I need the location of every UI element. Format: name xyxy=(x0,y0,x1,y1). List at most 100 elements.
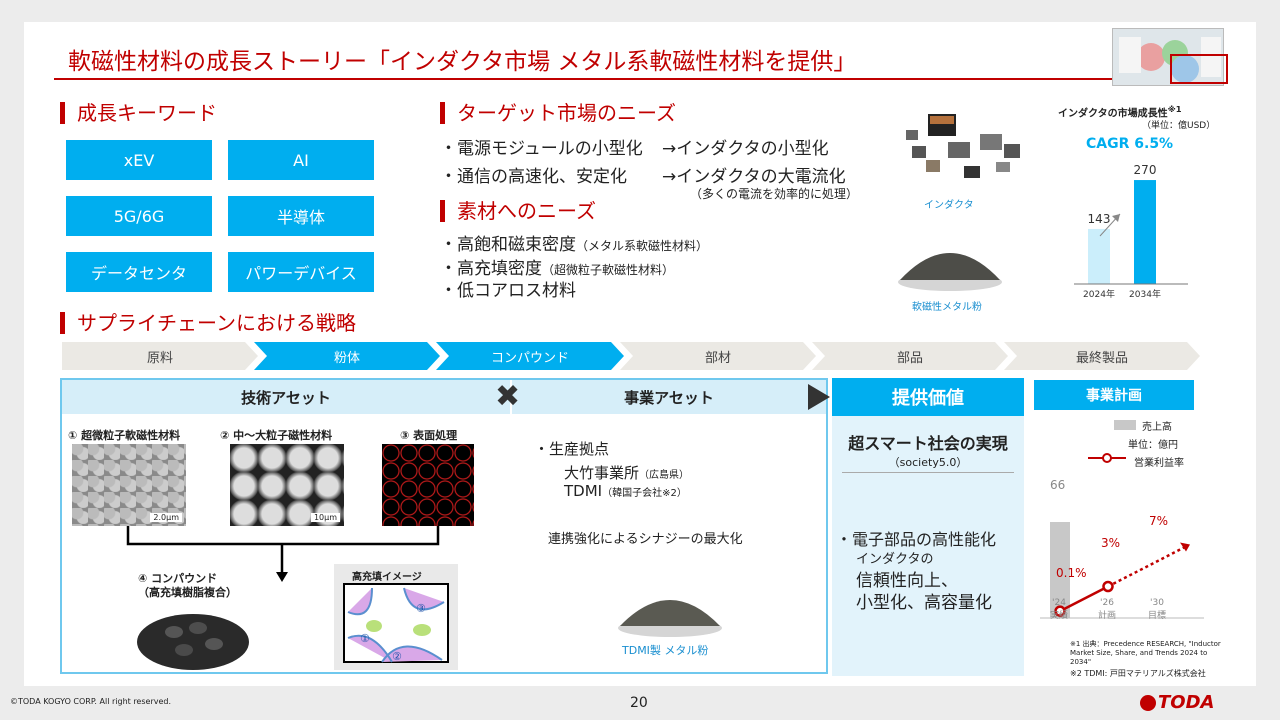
scale-bar: 2.0μm xyxy=(150,513,182,522)
cross-icon: ✖ xyxy=(495,379,521,414)
margin-label: 3% xyxy=(1101,536,1121,550)
slide: 軟磁性材料の成長ストーリー「インダクタ市場 メタル系軟磁性材料を提供」 成長キー… xyxy=(24,22,1256,686)
keyword-tile: AI xyxy=(228,140,374,180)
business-item-heading: ・生産拠点 xyxy=(534,440,610,458)
chain-step-raw: 原料 xyxy=(62,342,258,370)
synergy-text: 連携強化によるシナジーの最大化 xyxy=(548,532,743,547)
chain-step-material: 部材 xyxy=(620,342,816,370)
market-bar xyxy=(1088,228,1110,284)
business-asset-header: 事業アセット xyxy=(512,380,826,414)
value-panel xyxy=(832,378,1024,676)
market-chart-title: インダクタの市場成長性※1 xyxy=(1058,104,1182,120)
tdmi-powder-photo xyxy=(618,600,722,637)
margin-line-forecast xyxy=(1107,545,1187,588)
flow-connector xyxy=(126,526,440,582)
value-item: インダクタの xyxy=(856,552,934,567)
legend-sales-swatch xyxy=(1114,420,1136,430)
market-chart-unit: （単位：億USD） xyxy=(1142,121,1216,131)
inductor-photo xyxy=(906,114,1020,178)
logo-text: TODA xyxy=(1158,692,1215,713)
market-x-tick: 2034年 xyxy=(1129,288,1161,300)
section-growth-keywords: 成長キーワード xyxy=(60,102,217,124)
powder-caption: 軟磁性メタル粉 xyxy=(912,302,982,313)
need-text: →インダクタの大電流化 xyxy=(662,167,846,187)
market-growth-chart: 143 2024年 270 2034年 xyxy=(1074,163,1188,300)
need-text: ・電源モジュールの小型化 xyxy=(440,139,643,159)
business-plan-chart xyxy=(1040,522,1204,619)
market-bar-value: 270 xyxy=(1134,163,1157,177)
toda-logo: TODA xyxy=(1140,692,1214,713)
legend-sales: 売上高 xyxy=(1142,422,1172,433)
material-need: ・高充填密度（超微粒子軟磁性材料） xyxy=(440,259,675,279)
value-subtitle: （society5.0） xyxy=(888,456,968,469)
material-need: ・低コアロス材料 xyxy=(440,281,576,301)
value-title: 超スマート社会の実現 xyxy=(848,434,1008,453)
title-underline xyxy=(54,78,1224,80)
filling-diagram xyxy=(343,583,449,663)
chain-step-final: 最終製品 xyxy=(1004,342,1200,370)
section-market-needs: ターゲット市場のニーズ xyxy=(440,102,676,124)
compound-sub: （高充填樹脂複合） xyxy=(138,586,237,599)
material-need: ・高飽和磁束密度（メタル系軟磁性材料） xyxy=(440,235,709,255)
scale-bar: 10μm xyxy=(310,513,340,522)
margin-point xyxy=(1054,605,1066,617)
value-divider xyxy=(842,472,1014,473)
page-number: 20 xyxy=(630,695,648,711)
marker-1: ① xyxy=(360,632,370,645)
thumbnail-highlight xyxy=(1170,54,1228,84)
sem-photo-fine: 2.0μm xyxy=(72,444,186,526)
value-item: 信頼性向上、 xyxy=(856,571,958,591)
cagr-label: CAGR 6.5% xyxy=(1086,136,1174,152)
compound-label: ④ コンパウンド xyxy=(138,572,218,585)
tech-item-3: ③ 表面処理 xyxy=(400,429,458,442)
plan-header: 事業計画 xyxy=(1034,380,1194,410)
value-item: 小型化、高容量化 xyxy=(856,593,992,613)
legend-margin-swatch xyxy=(1088,453,1126,463)
market-x-tick: 2024年 xyxy=(1083,288,1115,300)
margin-label: 0.1% xyxy=(1056,566,1087,580)
chain-step-powder: 粉体 xyxy=(254,342,440,370)
legend-margin: 営業利益率 xyxy=(1134,458,1184,469)
logo-circle-icon xyxy=(1140,694,1156,711)
need-note: （多くの電流を効率的に処理） xyxy=(690,187,859,201)
sales-bar xyxy=(1050,522,1070,618)
sales-bar-label: 66 xyxy=(1050,478,1066,492)
margin-arrow-icon xyxy=(1180,542,1190,552)
sem-photo-coarse: 10μm xyxy=(230,444,344,526)
thumbnail-map-graphic xyxy=(1119,37,1221,83)
chain-step-part: 部品 xyxy=(812,342,1008,370)
metal-powder-photo xyxy=(898,253,1002,291)
keyword-tile: 半導体 xyxy=(228,196,374,236)
marker-3: ③ xyxy=(416,602,426,615)
copyright: ©TODA KOGYO CORP. All right reserved. xyxy=(10,697,172,706)
inductor-caption: インダクタ xyxy=(924,200,974,211)
page-title: 軟磁性材料の成長ストーリー「インダクタ市場 メタル系軟磁性材料を提供」 xyxy=(68,49,857,75)
business-site: 大竹事業所（広島県） xyxy=(564,464,690,482)
marker-2: ② xyxy=(392,650,402,663)
compound-pellets-photo xyxy=(137,614,249,670)
keyword-tile: データセンタ xyxy=(66,252,212,292)
keyword-tile: 5G/6G xyxy=(66,196,212,236)
surface-treatment-photo xyxy=(382,444,474,526)
tech-item-1: ① 超微粒子軟磁性材料 xyxy=(68,429,181,442)
tech-asset-header: 技術アセット xyxy=(62,380,510,414)
need-text: ・通信の高速化、安定化 xyxy=(440,167,627,187)
thumbnail-map xyxy=(1112,28,1224,86)
market-bar-value: 143 xyxy=(1088,212,1111,226)
section-supply-chain: サプライチェーンにおける戦略 xyxy=(60,312,356,334)
margin-label: 7% xyxy=(1149,514,1169,528)
filling-image-title: 高充填イメージ xyxy=(352,572,422,583)
footnote-1: ※1 出典：Precedence RESEARCH, "Inductor Mar… xyxy=(1070,640,1221,666)
need-text: →インダクタの小型化 xyxy=(662,139,829,159)
value-header: 提供価値 xyxy=(832,378,1024,416)
margin-line xyxy=(1059,585,1109,613)
asset-panel xyxy=(60,378,828,674)
tech-item-2: ② 中～大粒子磁性材料 xyxy=(220,429,333,442)
chain-step-compound: コンパウンド xyxy=(436,342,624,370)
arrow-right-icon xyxy=(808,384,830,410)
market-bar xyxy=(1134,180,1156,284)
business-site: TDMI（韓国子会社※2） xyxy=(564,482,687,500)
